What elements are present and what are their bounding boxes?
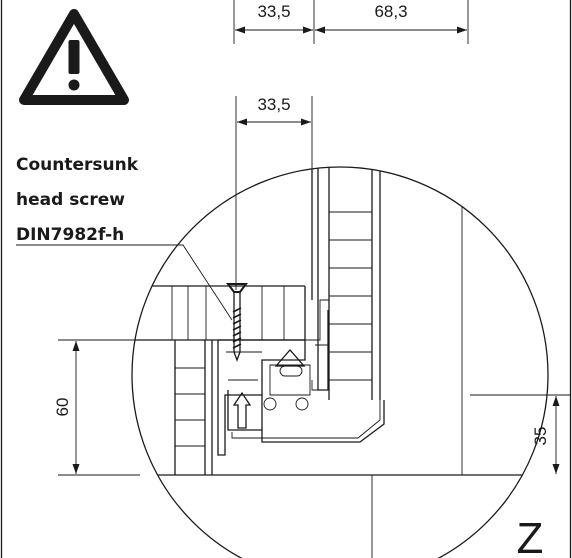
- top-dimension-group: 33,5 68,3: [233, 0, 469, 44]
- right-dimension-group: 35: [470, 394, 570, 474]
- dim-middle: 33,5: [257, 95, 290, 114]
- detail-section: [132, 167, 548, 558]
- screw-label: Countersunk head screw DIN7982f-h: [16, 155, 233, 321]
- detail-letter: Z: [517, 514, 544, 558]
- left-dimension-group: 60: [53, 339, 218, 476]
- detail-circle: [131, 166, 549, 558]
- countersunk-screw: [226, 283, 248, 362]
- screw-label-line1: Countersunk: [16, 155, 139, 175]
- screw-label-line3: DIN7982f-h: [16, 225, 124, 245]
- glazing-bars-right: [329, 211, 372, 381]
- sill-bars: [171, 286, 285, 340]
- leader-line: [16, 244, 233, 321]
- dim-top-right: 68,3: [374, 2, 407, 21]
- warning-triangle-icon: [19, 9, 129, 105]
- dim-left-height: 60: [53, 398, 72, 417]
- dim-right-height: 35: [531, 427, 550, 446]
- dim-top-left: 33,5: [257, 2, 290, 21]
- middle-dimension-group: 33,5: [235, 95, 313, 290]
- left-block-bars: [175, 367, 205, 447]
- screw-label-line2: head screw: [16, 190, 125, 210]
- profile-assembly: [217, 299, 385, 456]
